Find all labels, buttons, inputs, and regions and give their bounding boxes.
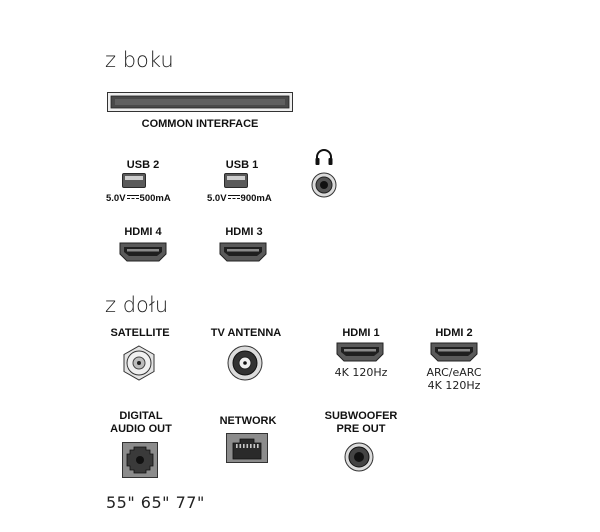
subwoofer-label-line2: PRE OUT xyxy=(336,423,386,435)
usb-port-icon xyxy=(122,173,146,188)
antenna-connector-icon xyxy=(227,345,263,381)
satellite-connector-icon xyxy=(121,345,157,381)
digital-audio-out-label-line2: AUDIO OUT xyxy=(110,423,172,435)
hdmi2-spec-line2: 4K 120Hz xyxy=(427,379,481,392)
dc-symbol-icon xyxy=(126,194,139,202)
dc-symbol-icon xyxy=(227,194,240,202)
hdmi2-label: HDMI 2 xyxy=(435,327,473,339)
satellite-label: SATELLITE xyxy=(110,327,170,339)
usb1-label: USB 1 xyxy=(225,159,259,171)
hdmi1-label: HDMI 1 xyxy=(342,327,380,339)
section-title-bottom: z dołu xyxy=(105,293,169,317)
headphones-icon xyxy=(314,148,334,166)
ethernet-port-icon xyxy=(226,433,268,463)
common-interface-label: COMMON INTERFACE xyxy=(141,118,259,130)
audio-jack-icon xyxy=(311,172,337,198)
digital-audio-out-label-line1: DIGITAL xyxy=(119,410,163,422)
tv-antenna-label: TV ANTENNA xyxy=(210,327,282,339)
usb-port-icon xyxy=(224,173,248,188)
hdmi1-spec: 4K 120Hz xyxy=(334,366,388,379)
subwoofer-label-line1: SUBWOOFER xyxy=(324,410,398,422)
model-sizes: 55" 65" 77" xyxy=(106,493,205,512)
hdmi4-label: HDMI 4 xyxy=(124,226,162,238)
hdmi-port-icon xyxy=(336,342,384,362)
hdmi-port-icon xyxy=(430,342,478,362)
rca-jack-icon xyxy=(344,442,374,472)
hdmi-port-icon xyxy=(119,242,167,262)
network-label: NETWORK xyxy=(219,415,277,427)
hdmi3-label: HDMI 3 xyxy=(225,226,263,238)
optical-port-icon xyxy=(122,442,158,478)
card-slot-icon xyxy=(107,92,293,112)
section-title-side: z boku xyxy=(105,48,174,72)
hdmi-port-icon xyxy=(219,242,267,262)
usb2-label: USB 2 xyxy=(126,159,160,171)
hdmi2-spec-line1: ARC/eARC xyxy=(426,366,482,379)
